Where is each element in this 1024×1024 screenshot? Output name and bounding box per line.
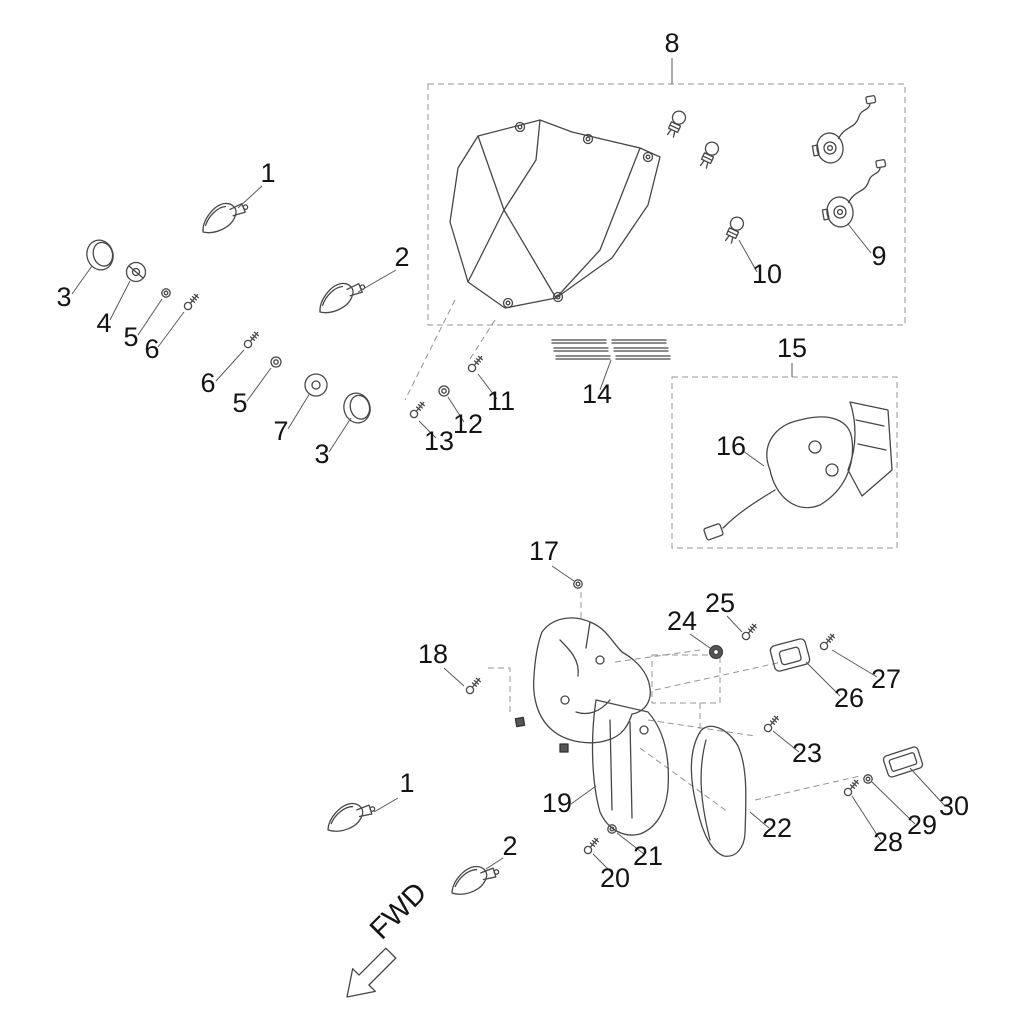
nut-drawing-17	[573, 579, 583, 589]
nut-drawing-5b	[270, 356, 282, 368]
headlight-bulb-drawing-3	[721, 214, 747, 246]
mud-flap-drawing-22	[690, 725, 747, 857]
callout-30: 30	[939, 791, 969, 821]
turn-signal-drawing-1a	[195, 191, 251, 241]
callout-5b: 5	[232, 388, 247, 418]
callout-17: 17	[529, 536, 559, 566]
headlight-bulb-drawing-1	[663, 108, 689, 140]
washer-drawing-5a	[161, 288, 171, 298]
turn-signal-drawing-2a	[312, 271, 368, 321]
callout-labels: 8 1 2 3 4 5 6 6 5 7 3 13 12 11 14 10 9 1…	[56, 28, 969, 893]
fwd-label: FWD	[364, 877, 433, 946]
callout-8: 8	[664, 28, 679, 58]
grommet-drawing-24	[709, 645, 723, 659]
screw-drawing-18	[464, 675, 484, 696]
turn-signal-drawing-2b	[444, 855, 502, 902]
washer-drawing-29	[863, 774, 873, 784]
callout-1a: 1	[260, 158, 275, 188]
callout-21: 21	[633, 841, 663, 871]
bulb-socket-drawing-1	[804, 94, 886, 167]
screw-drawing-6b	[242, 329, 262, 350]
cap-drawing-3b	[339, 389, 375, 427]
callout-13: 13	[424, 426, 454, 456]
tail-light-drawing	[703, 401, 893, 541]
disc-drawing-7	[304, 373, 328, 397]
callout-7: 7	[273, 416, 288, 446]
screw-drawing-28	[842, 777, 862, 798]
callout-1b: 1	[399, 768, 414, 798]
plate-bracket-drawing	[591, 699, 670, 836]
washer-drawing-21	[607, 824, 617, 834]
callout-23: 23	[792, 738, 822, 768]
construction-lines	[404, 299, 861, 813]
callout-18: 18	[418, 639, 448, 669]
screw-drawing-13	[408, 399, 428, 420]
headlight-assembly-box	[427, 83, 906, 326]
callout-9: 9	[871, 241, 886, 271]
callout-24: 24	[667, 606, 697, 636]
callout-29: 29	[907, 810, 937, 840]
callout-19: 19	[542, 788, 572, 818]
callout-28: 28	[873, 827, 903, 857]
callout-15: 15	[777, 333, 807, 363]
bulb-socket-drawing-2	[814, 158, 896, 231]
plate-lamp-drawing-26	[769, 638, 811, 672]
parts-drawings	[82, 94, 924, 902]
turn-signal-drawing-1b	[320, 792, 378, 839]
callout-25: 25	[705, 588, 735, 618]
callout-3b: 3	[314, 439, 329, 469]
callout-3a: 3	[56, 282, 71, 312]
taillight-assembly-box	[671, 376, 898, 549]
cap-drawing-3a	[82, 236, 118, 274]
fwd-arrow-icon	[346, 947, 397, 998]
callout-16: 16	[716, 431, 746, 461]
callout-27: 27	[871, 664, 901, 694]
screw-drawing-20	[582, 835, 602, 856]
nut-drawing-12	[438, 385, 450, 397]
callout-2a: 2	[394, 242, 409, 272]
leader-lines	[71, 58, 946, 875]
callout-12: 12	[453, 409, 483, 439]
screw-drawing-23	[762, 713, 782, 734]
disc-drawing-4	[125, 261, 147, 283]
callout-6b: 6	[200, 368, 215, 398]
screw-drawing-25	[740, 621, 760, 642]
dashed-boxes	[427, 83, 906, 549]
headlight-drawing	[449, 119, 661, 309]
callout-14: 14	[582, 379, 612, 409]
fwd-marker: FWD	[346, 877, 433, 998]
callout-10: 10	[752, 259, 782, 289]
screw-drawing-11	[466, 353, 486, 374]
callout-5a: 5	[123, 322, 138, 352]
callout-6a: 6	[144, 334, 159, 364]
callout-22: 22	[762, 813, 792, 843]
callout-2b: 2	[502, 831, 517, 861]
reflector-drawing-30	[882, 746, 924, 778]
trim-strips-drawing-14	[551, 339, 671, 360]
callout-4: 4	[96, 308, 111, 338]
callout-11: 11	[487, 386, 515, 416]
headlight-bulb-drawing-2	[696, 139, 722, 171]
screw-drawing-6a	[182, 291, 202, 312]
callout-20: 20	[600, 863, 630, 893]
callout-26: 26	[834, 683, 864, 713]
screw-drawing-27	[818, 631, 838, 652]
